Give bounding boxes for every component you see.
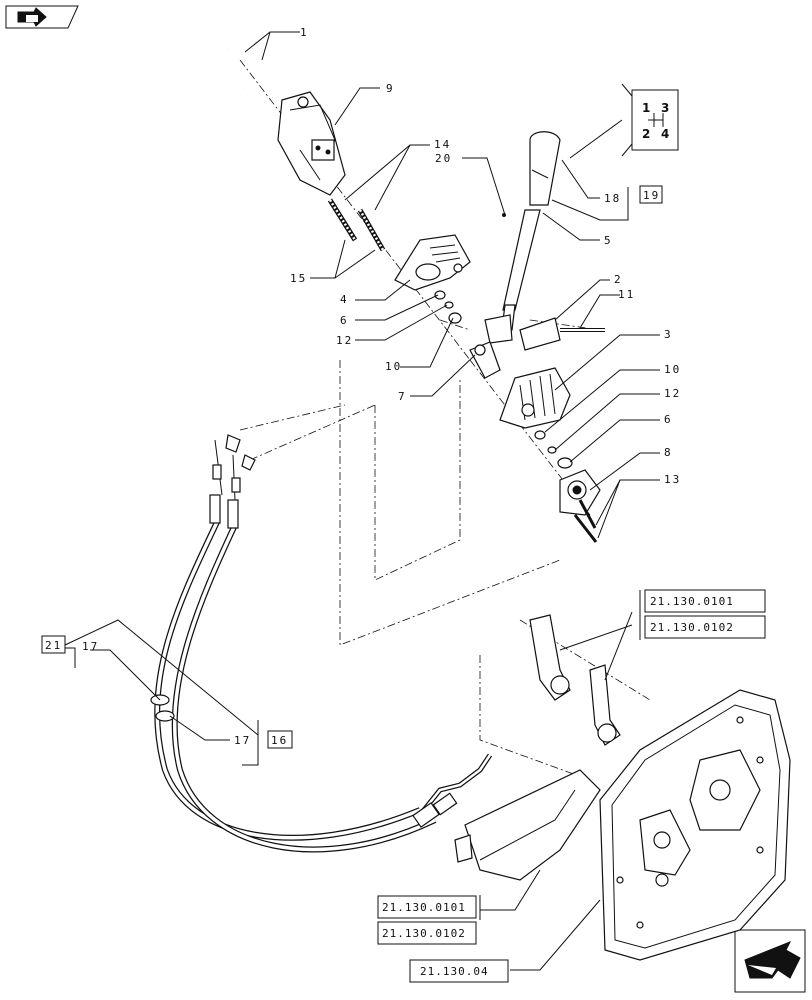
ref-21-130-0102-lower[interactable]: 21.130.0102 — [382, 927, 466, 940]
callout-9: 9 — [386, 82, 395, 95]
callout-15: 15 — [290, 272, 307, 285]
ref-21-130-04[interactable]: 21.130.04 — [420, 965, 489, 978]
callout-1: 1 — [300, 26, 309, 39]
callout-4: 4 — [340, 293, 349, 306]
callout-6-upper: 6 — [340, 314, 349, 327]
part-7-pin — [469, 341, 501, 379]
callout-12-lower: 12 — [664, 387, 681, 400]
callout-17-upper: 17 — [82, 640, 99, 653]
part-9-bracket — [277, 91, 346, 196]
callout-18: 18 — [604, 192, 621, 205]
part-14-bolts — [327, 198, 386, 252]
shift-cables — [150, 434, 493, 853]
gearbox-housing — [599, 689, 791, 961]
washers-upper — [434, 290, 462, 324]
nav-arrow-icon[interactable] — [734, 929, 806, 993]
callout-21-box — [41, 635, 66, 654]
selector-levers — [529, 614, 621, 746]
part-5-lever — [484, 131, 561, 344]
callout-14: 14 — [434, 138, 451, 151]
callout-13: 13 — [664, 473, 681, 486]
callout-12-upper: 12 — [336, 334, 353, 347]
gear-label-3: 3 — [661, 101, 669, 115]
callout-16: 16 — [271, 734, 288, 747]
callout-2: 2 — [614, 273, 623, 286]
callout-19: 19 — [643, 189, 660, 202]
gear-label-1: 1 — [642, 101, 650, 115]
callout-3: 3 — [664, 328, 673, 341]
part-1-pins — [226, 49, 274, 99]
book-arrow-icon[interactable] — [5, 5, 79, 29]
callout-10-lower: 10 — [664, 363, 681, 376]
callout-5: 5 — [604, 234, 613, 247]
ref-box-3[interactable] — [377, 895, 477, 919]
callout-6-lower: 6 — [664, 413, 673, 426]
ref-box-4[interactable] — [377, 921, 477, 945]
ref-box-2[interactable] — [644, 615, 766, 639]
part-3-gate — [499, 367, 571, 429]
part-2-clip — [519, 317, 605, 351]
callout-7: 7 — [398, 390, 407, 403]
gear-label-2: 2 — [642, 127, 650, 141]
gear-label-4: 4 — [661, 127, 669, 141]
part-4-plate — [394, 234, 471, 291]
gear-pattern-box — [621, 83, 679, 157]
callout-8: 8 — [664, 446, 673, 459]
washers-lower — [534, 430, 573, 469]
callout-16-box — [267, 730, 293, 749]
ref-21-130-0101-upper[interactable]: 21.130.0101 — [650, 595, 734, 608]
callout-10-upper: 10 — [385, 360, 402, 373]
callout-20: 20 — [435, 152, 452, 165]
ref-box-5[interactable] — [409, 959, 509, 983]
part-13-screws — [573, 499, 598, 543]
callout-17-lower: 17 — [234, 734, 251, 747]
callout-11: 11 — [618, 288, 635, 301]
callout-19-box — [639, 185, 663, 204]
leader-lines — [64, 31, 660, 971]
ref-21-130-0102-upper[interactable]: 21.130.0102 — [650, 621, 734, 634]
part-8-support — [559, 469, 601, 516]
cable-bracket — [454, 769, 601, 881]
ref-21-130-0101-lower[interactable]: 21.130.0101 — [382, 901, 466, 914]
ref-box-1[interactable] — [644, 589, 766, 613]
callout-21: 21 — [45, 639, 62, 652]
